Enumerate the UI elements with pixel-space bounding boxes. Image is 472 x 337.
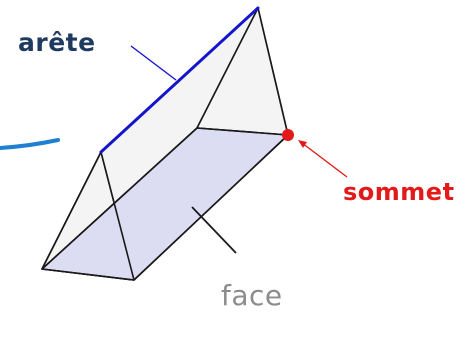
label-face: face bbox=[221, 279, 283, 312]
edge-bottom-back bbox=[196, 127, 289, 136]
edge-back-inner bbox=[196, 7, 259, 129]
highlighted-edge bbox=[99, 6, 260, 154]
label-arete: arête bbox=[18, 28, 96, 57]
partial-arrow-stroke bbox=[0, 138, 60, 150]
edge-front-left bbox=[41, 151, 102, 270]
label-sommet: sommet bbox=[343, 178, 455, 206]
edge-back-right bbox=[257, 7, 289, 136]
edge-bottom-right bbox=[133, 134, 289, 281]
sommet-pointer bbox=[301, 142, 348, 178]
edge-bottom-left bbox=[41, 127, 198, 270]
arete-pointer bbox=[130, 45, 177, 81]
edge-front-inner bbox=[100, 151, 135, 281]
face-pointer bbox=[191, 206, 237, 254]
edge-bottom-front bbox=[41, 268, 135, 281]
sommet-pointer-head bbox=[298, 140, 307, 148]
vertex-marker bbox=[282, 129, 294, 141]
